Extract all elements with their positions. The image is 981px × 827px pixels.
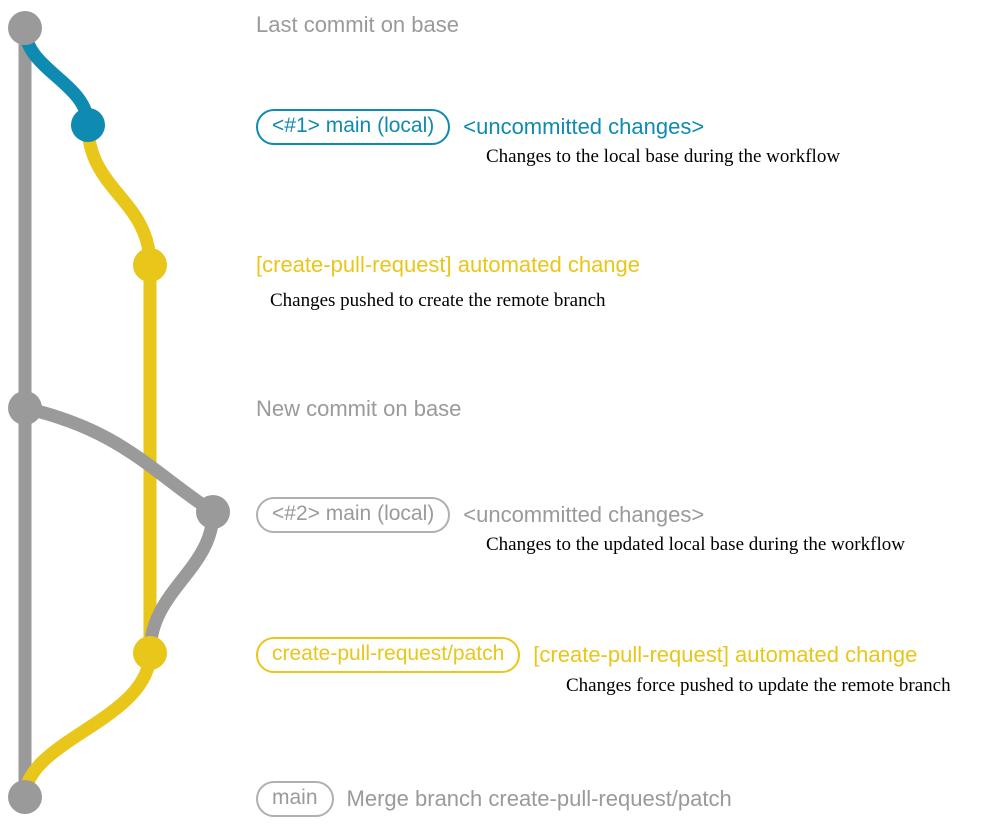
commit-entry-merge: main Merge branch create-pull-request/pa… <box>256 781 732 818</box>
patch-1-branch-line <box>81 118 157 272</box>
commit-subject-base-new: New commit on base <box>256 396 462 421</box>
commit-subject-local-1: <uncommitted changes> <box>463 114 705 140</box>
local-2-branch-line <box>18 401 220 519</box>
commit-subject-base-last: Last commit on base <box>256 12 459 37</box>
branch-pill-create-pull-request-patch[interactable]: create-pull-request/patch <box>256 637 521 674</box>
commit-body-local-2: Changes to the updated local base during… <box>486 534 905 555</box>
branch-graph <box>8 11 230 814</box>
commit-node-base-new[interactable] <box>8 391 42 425</box>
commit-subject-patch-1: [create-pull-request] automated change <box>256 252 641 277</box>
commit-subject-merge: Merge branch create-pull-request/patch <box>346 786 732 812</box>
commit-entry-base-last: Last commit on base <box>256 12 459 37</box>
commit-subject-local-2: <uncommitted changes> <box>463 502 705 528</box>
commit-node-base-last[interactable] <box>8 11 42 45</box>
commit-body-patch-2: Changes force pushed to update the remot… <box>566 675 951 696</box>
branch-pill-main[interactable]: main <box>256 781 334 818</box>
branch-pill-main-local-2[interactable]: <#2> main (local) <box>256 497 451 534</box>
commit-node-patch-2[interactable] <box>133 636 167 670</box>
commit-subject-patch-2: [create-pull-request] automated change <box>533 642 918 668</box>
commit-node-patch-1[interactable] <box>133 248 167 282</box>
patch-2-to-merge-line <box>18 646 157 804</box>
branch-pill-main-local-1[interactable]: <#1> main (local) <box>256 109 451 146</box>
local-2-to-patch-2-line <box>143 505 220 660</box>
commit-entry-local-2: <#2> main (local) <uncommitted changes> <box>256 497 705 534</box>
commit-entry-patch-1: [create-pull-request] automated change <box>256 252 640 277</box>
commit-entry-patch-2: create-pull-request/patch [create-pull-r… <box>256 637 918 674</box>
commit-body-patch-1: Changes pushed to create the remote bran… <box>270 290 606 311</box>
commit-node-local-1[interactable] <box>71 108 105 142</box>
commit-node-merge[interactable] <box>8 780 42 814</box>
commit-entry-base-new: New commit on base <box>256 396 461 421</box>
local-1-branch-line <box>18 21 95 132</box>
commit-body-local-1: Changes to the local base during the wor… <box>486 146 841 167</box>
commit-entry-local-1: <#1> main (local) <uncommitted changes> <box>256 109 705 146</box>
commit-node-local-2[interactable] <box>196 495 230 529</box>
